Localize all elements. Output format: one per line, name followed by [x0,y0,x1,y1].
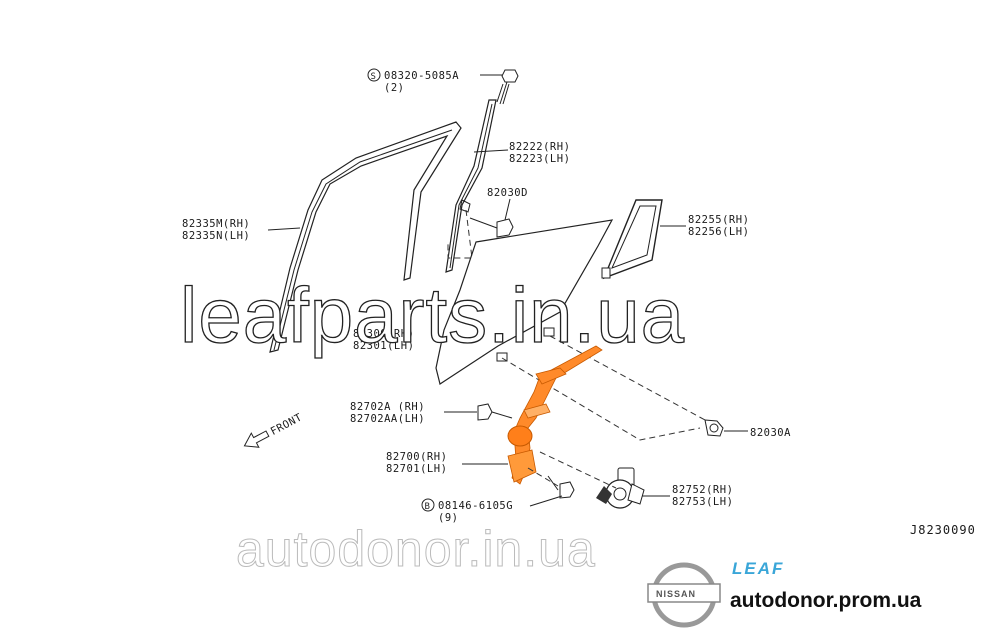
label-screw-top: 08320-5085A [384,70,459,82]
label-regulator-lh: 82701(LH) [386,463,447,475]
label-sash-rh: 82222(RH) [509,141,570,153]
label-bolt-a-lh: 82702AA(LH) [350,413,425,425]
label-glass-lh: 82301(LH) [353,340,414,352]
b-mark-icon: B [421,498,435,512]
s-mark-icon: S [367,68,381,82]
bolt-bottom-icon [547,475,575,499]
door-sash [445,99,497,273]
leaf-logo: LEAF [732,559,784,578]
door-weatherstrip [269,121,462,353]
window-motor [596,467,645,509]
nissan-logo-text: NISSAN [656,589,696,599]
screw-top-icon [496,69,519,105]
label-regulator-rh: 82700(RH) [386,451,447,463]
watermark-secondary: autodonor.in.ua [236,521,596,577]
label-motor-lh: 82753(LH) [672,496,733,508]
label-weatherstrip-rh: 82335M(RH) [182,218,250,230]
quarter-glass [601,199,663,280]
label-glass-rh: 82300(RH) [353,328,414,340]
bolt-regulator-icon [477,403,513,421]
bolt-sash-icon [459,199,514,238]
label-bolt-bottom: 08146-6105G [438,500,513,512]
nissan-logo: NISSAN [647,562,721,628]
diagram-code: J8230090 [910,523,976,537]
label-bolt-sash: 82030D [487,187,528,199]
label-motor-rh: 82752(RH) [672,484,733,496]
label-bolt-glass: 82030A [750,427,791,439]
door-glass [435,219,614,385]
front-arrow-icon: FRONT [243,411,305,448]
label-bolt-a-rh: 82702A (RH) [350,401,425,413]
label-bolt-bottom-qty: (9) [438,512,458,524]
bolt-glass-icon [704,419,724,437]
label-screw-top-qty: (2) [384,82,404,94]
site-url: autodonor.prom.ua [730,589,922,612]
label-sash-lh: 82223(LH) [509,153,570,165]
window-regulator [507,345,603,485]
watermark-main: leafparts.in.ua [180,271,685,359]
label-weatherstrip-lh: 82335N(LH) [182,230,250,242]
svg-text:S: S [371,72,376,82]
label-quarter-rh: 82255(RH) [688,214,749,226]
label-quarter-lh: 82256(LH) [688,226,749,238]
label-front: FRONT [269,411,305,438]
svg-text:B: B [425,502,430,512]
